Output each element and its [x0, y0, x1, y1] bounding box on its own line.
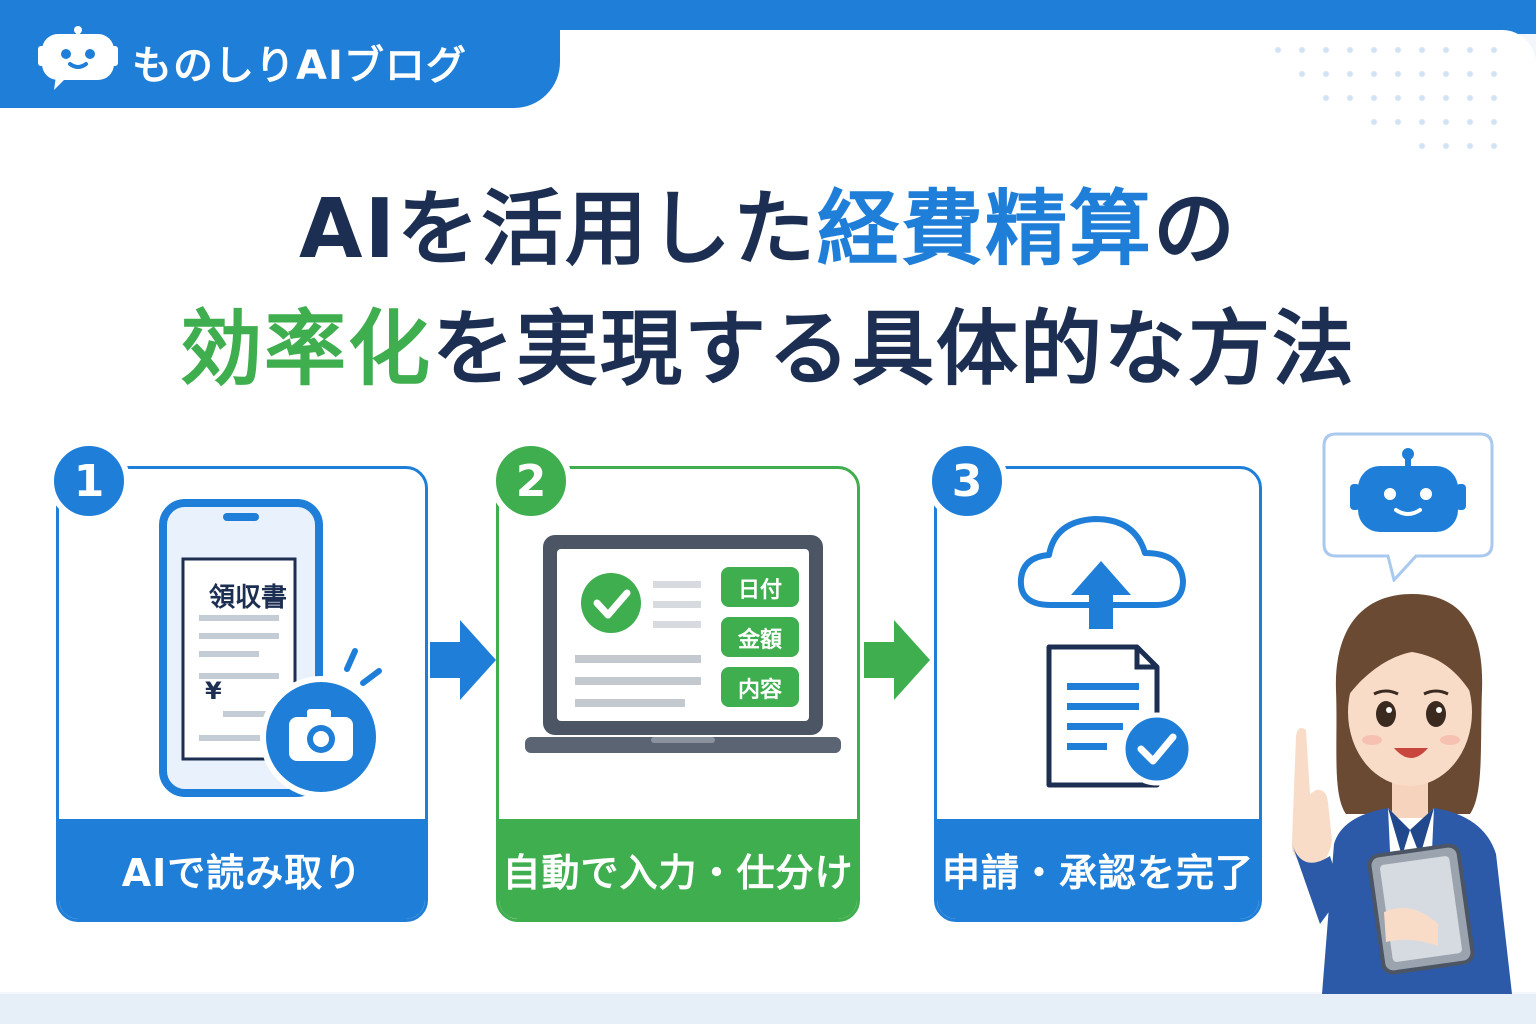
receipt-title: 領収書 [209, 583, 288, 613]
title-line-1-highlight: 経費精算 [816, 182, 1153, 277]
title-line-1-pre: AIを活用した [298, 182, 817, 277]
step-2-number: 2 [490, 440, 572, 522]
step-3-caption: 申請・承認を完了 [937, 819, 1259, 919]
smartphone-camera-icon [159, 499, 382, 798]
businesswoman-illustration [1291, 594, 1512, 994]
title-line-2-highlight: 効率化 [179, 302, 432, 397]
title-line-1-post: の [1152, 182, 1237, 277]
arrow-right-icon [430, 620, 496, 700]
arrow-right-icon [864, 620, 930, 700]
tag-date: 日付 [737, 578, 782, 603]
title-line-1: AIを活用した経費精算の [0, 162, 1536, 281]
step-2-caption: 自動で入力・仕分け [499, 819, 857, 919]
brand-name: ものしりAIブログ [132, 43, 467, 89]
title-line-2: 効率化を実現する具体的な方法 [0, 282, 1536, 401]
robot-chat-icon [38, 26, 118, 90]
bottom-strip [0, 994, 1536, 1024]
step-card-2: 日付 金額 内容 自動で入力・仕分け [496, 466, 860, 922]
title-line-2-post: を実現する具体的な方法 [432, 302, 1357, 397]
step-3-number: 3 [926, 440, 1008, 522]
robot-speech-bubble-icon [1322, 432, 1494, 582]
decorative-dots [1275, 47, 1497, 149]
tag-amount: 金額 [737, 628, 782, 653]
step-1-number: 1 [48, 440, 130, 522]
step-card-3: 申請・承認を完了 [934, 466, 1262, 922]
tag-content: 内容 [737, 678, 782, 703]
cloud-upload-document-icon [1017, 516, 1194, 788]
laptop-check-icon [525, 535, 841, 753]
yen-sign: ¥ [205, 677, 222, 705]
step-card-1: 領収書 ¥ AIで読み取り [56, 466, 428, 922]
step-1-caption: AIで読み取り [59, 819, 425, 919]
